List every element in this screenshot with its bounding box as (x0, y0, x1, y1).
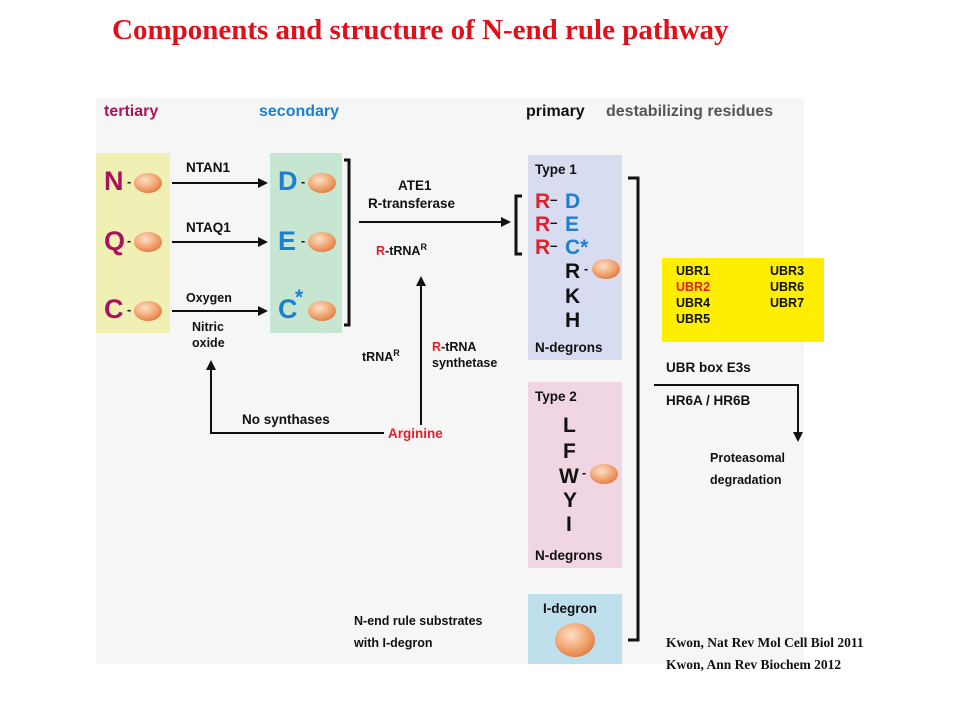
type2-footer: N-degrons (535, 548, 603, 563)
arginine-label: Arginine (388, 426, 443, 441)
secondary-residue-d: D (278, 166, 298, 196)
ubr-item: UBR2 (676, 280, 711, 294)
citation: Kwon, Nat Rev Mol Cell Biol 2011 (666, 635, 864, 650)
type1-label: Type 1 (535, 162, 577, 177)
protein-oval (590, 464, 618, 484)
proteasomal-label: Proteasomal (710, 451, 786, 465)
secondary-c-star: * (295, 286, 304, 309)
bond-dash: - (127, 234, 132, 248)
rtransferase-label: R-transferase (368, 196, 456, 211)
type1-r: R (535, 213, 551, 236)
bond-dash: – (550, 238, 558, 253)
ubr-item: UBR4 (676, 296, 711, 310)
type1-residue: R (565, 260, 581, 283)
oxide-label: oxide (192, 336, 225, 350)
type1-r: R (535, 190, 551, 213)
ntaq1-label: NTAQ1 (186, 220, 231, 235)
destabilizing-header: destabilizing residues (606, 103, 774, 120)
protein-oval (592, 259, 620, 279)
type1-residue: H (565, 309, 581, 332)
oxygen-label: Oxygen (186, 291, 232, 305)
protein-oval (308, 232, 336, 252)
ubr-item: UBR3 (770, 264, 805, 278)
ubr-item: UBR5 (676, 312, 711, 326)
bond-dash: - (582, 466, 587, 480)
ubr-item: UBR1 (676, 264, 711, 278)
rtrna-synthetase-label: R-tRNA (432, 340, 477, 354)
bond-dash: - (584, 262, 589, 276)
type1-e: E (565, 213, 580, 236)
tertiary-residue-n: N (104, 166, 124, 196)
ntan1-label: NTAN1 (186, 160, 231, 175)
bond-dash: - (301, 175, 306, 189)
type1-cstar: C* (565, 236, 589, 259)
rtrna-label: R-tRNAR (376, 242, 427, 259)
bond-dash: – (550, 192, 558, 207)
tertiary-header: tertiary (104, 103, 159, 120)
type2-residue: W (559, 465, 579, 488)
bond-dash: - (301, 234, 306, 248)
bond-dash: - (127, 175, 132, 189)
protein-oval (308, 301, 336, 321)
nitric-label: Nitric (192, 320, 224, 334)
type1-box (528, 155, 622, 360)
ubr-item: UBR7 (770, 296, 805, 310)
trna-label: tRNAR (362, 348, 400, 365)
ubr-box-e3s-label: UBR box E3s (666, 360, 751, 375)
type2-label: Type 2 (535, 389, 577, 404)
synthetase-label: synthetase (432, 356, 498, 370)
page-title: Components and structure of N-end rule p… (112, 14, 729, 46)
type2-residue: F (563, 440, 576, 463)
secondary-header: secondary (259, 103, 340, 120)
protein-oval (134, 173, 162, 193)
protein-oval (555, 623, 595, 657)
ubr-box: UBR1 UBR2 UBR4 UBR5 UBR3 UBR6 UBR7 (662, 258, 824, 342)
type1-r: R (535, 236, 551, 259)
protein-oval (134, 301, 162, 321)
protein-oval (308, 173, 336, 193)
hr6-label: HR6A / HR6B (666, 393, 751, 408)
tertiary-residue-c: C (104, 294, 124, 324)
type2-residue: I (566, 513, 572, 536)
degradation-label: degradation (710, 473, 782, 487)
type1-d: D (565, 190, 581, 213)
diagram-panel (96, 98, 804, 664)
bond-dash: - (127, 303, 132, 317)
secondary-residue-c: C (278, 294, 298, 324)
idegron-label: I-degron (543, 601, 597, 616)
type1-footer: N-degrons (535, 340, 603, 355)
citation: Kwon, Ann Rev Biochem 2012 (666, 657, 842, 672)
ate1-label: ATE1 (398, 178, 432, 193)
protein-oval (134, 232, 162, 252)
type1-residue: K (565, 285, 581, 308)
type2-residue: Y (563, 489, 578, 512)
primary-header: primary (526, 103, 585, 120)
idegron-substrates: with I-degron (354, 636, 433, 650)
no-synthases-label: No synthases (242, 412, 330, 427)
bond-dash: – (550, 215, 558, 230)
secondary-residue-e: E (278, 226, 297, 256)
tertiary-residue-q: Q (104, 226, 126, 256)
ubr-item: UBR6 (770, 280, 805, 294)
type2-residue: L (563, 414, 576, 437)
idegron-substrates: N-end rule substrates (354, 614, 483, 628)
